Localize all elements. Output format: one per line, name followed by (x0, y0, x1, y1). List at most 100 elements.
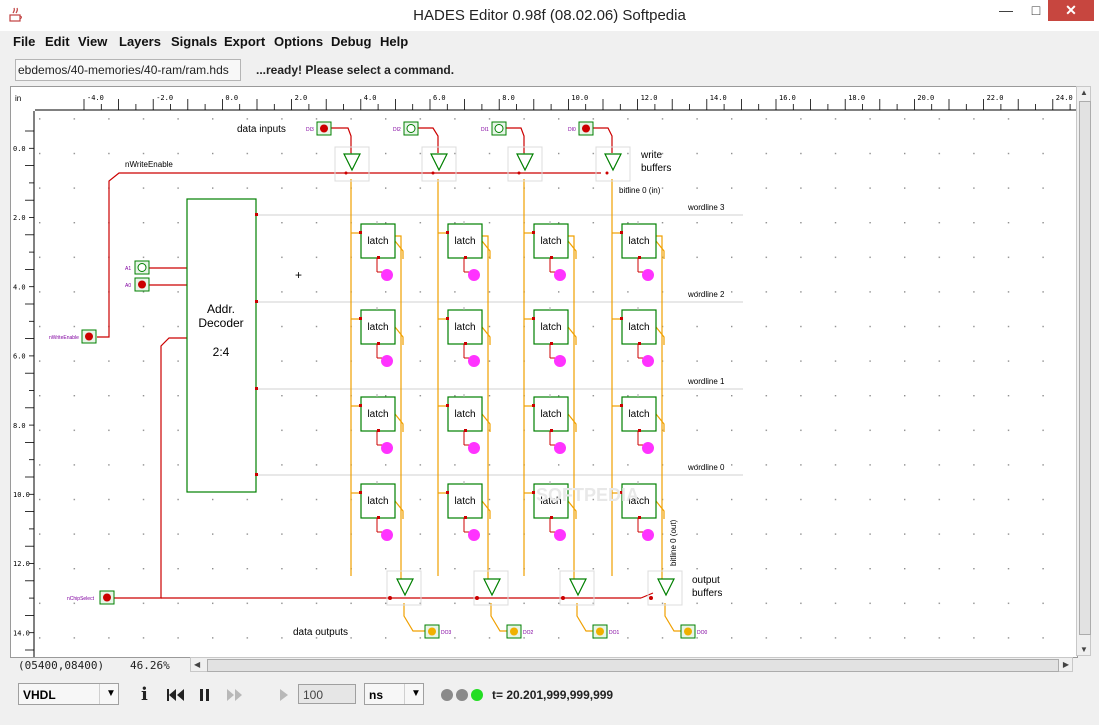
ruler-y-label: 8.0 (13, 422, 26, 430)
latch-cell[interactable]: latch (532, 481, 569, 541)
horizontal-scroll-thumb[interactable] (207, 659, 1059, 672)
port-nchipselect[interactable]: nChipSelect (67, 590, 115, 605)
address-decoder[interactable] (186, 198, 257, 493)
output-probe[interactable] (642, 269, 654, 281)
scroll-left-icon[interactable]: ◀ (194, 660, 201, 669)
menu-file[interactable]: File (13, 34, 36, 49)
latch-label: latch (540, 496, 561, 507)
decoder-subtitle: Decoder (198, 316, 243, 330)
output-probe[interactable] (381, 529, 393, 541)
latch-cell[interactable]: latch (359, 481, 396, 541)
play-icon[interactable] (278, 687, 290, 703)
vertical-scroll-thumb[interactable] (1079, 101, 1091, 635)
write-buffers-label-1: write (640, 150, 663, 161)
menu-export[interactable]: Export (224, 34, 266, 49)
maximize-button[interactable]: □ (1031, 2, 1041, 18)
output-buffer[interactable] (386, 570, 422, 606)
latch-cell[interactable]: latch (359, 394, 396, 454)
data-output-port[interactable]: DO0 (680, 624, 708, 639)
menu-layers[interactable]: Layers (119, 34, 161, 49)
data-output-port[interactable]: DO2 (506, 624, 534, 639)
write-buffer[interactable] (421, 146, 457, 182)
latch-cell[interactable]: latch (359, 221, 396, 281)
minimize-button[interactable]: — (999, 2, 1013, 18)
latch-cell[interactable]: latch (620, 481, 657, 541)
horizontal-scrollbar[interactable]: ◀ ▶ (190, 657, 1073, 672)
latch-cell[interactable]: latch (446, 481, 483, 541)
latch-cell[interactable]: latch (359, 307, 396, 367)
ruler-unit: in (15, 94, 21, 103)
scroll-down-icon[interactable]: ▼ (1080, 645, 1088, 654)
data-input-port[interactable]: DI0 (568, 121, 594, 136)
output-probe[interactable] (554, 529, 566, 541)
status-light-off-1 (441, 689, 453, 701)
menu-edit[interactable]: Edit (45, 34, 70, 49)
port-nwriteenable[interactable]: nWriteEnable (49, 329, 97, 344)
chevron-down-icon[interactable]: ▼ (99, 684, 118, 704)
data-input-port[interactable]: DI2 (393, 121, 419, 136)
output-probe[interactable] (381, 355, 393, 367)
fast-forward-icon[interactable] (225, 687, 245, 703)
menu-debug[interactable]: Debug (331, 34, 372, 49)
output-probe[interactable] (554, 269, 566, 281)
menu-bar: File Edit View Layers Signals Export Opt… (0, 31, 1099, 53)
data-input-port[interactable]: DI1 (481, 121, 507, 136)
output-probe[interactable] (642, 442, 654, 454)
menu-signals[interactable]: Signals (171, 34, 218, 49)
port-a1[interactable]: A1 (125, 260, 150, 275)
output-probe[interactable] (642, 355, 654, 367)
output-probe[interactable] (468, 269, 480, 281)
output-probe[interactable] (468, 355, 480, 367)
close-button[interactable]: ✕ (1048, 0, 1094, 21)
latch-cell[interactable]: latch (620, 394, 657, 454)
latch-cell[interactable]: latch (620, 307, 657, 367)
menu-options[interactable]: Options (274, 34, 324, 49)
output-probe[interactable] (381, 269, 393, 281)
scroll-right-icon[interactable]: ▶ (1062, 660, 1069, 669)
step-count-field[interactable]: 100 (298, 684, 356, 704)
write-buffer[interactable] (334, 146, 370, 182)
zoom-level: 46.26% (130, 659, 170, 672)
data-output-port[interactable]: DO3 (424, 624, 452, 639)
data-output-port[interactable]: DO1 (592, 624, 620, 639)
latch-cell[interactable]: latch (446, 307, 483, 367)
output-buffer[interactable] (647, 570, 683, 606)
latch-cell[interactable]: latch (532, 221, 569, 281)
data-input-port[interactable]: DI3 (306, 121, 332, 136)
output-probe[interactable] (554, 355, 566, 367)
output-buffers-label-1: output (692, 575, 720, 586)
output-probe[interactable] (554, 442, 566, 454)
data-inputs-label: data inputs (237, 124, 286, 135)
pause-icon[interactable] (198, 687, 212, 703)
latch-cell[interactable]: latch (446, 221, 483, 281)
menu-view[interactable]: View (78, 34, 108, 49)
write-buffer[interactable] (595, 146, 631, 182)
language-select[interactable]: VHDL ▼ (18, 683, 119, 705)
write-buffer[interactable] (507, 146, 543, 182)
rewind-icon[interactable] (166, 687, 186, 703)
latch-cell[interactable]: latch (532, 394, 569, 454)
time-unit-select[interactable]: ns ▼ (364, 683, 424, 705)
output-probe[interactable] (381, 442, 393, 454)
vertical-scrollbar[interactable]: ▲ ▼ (1076, 86, 1091, 656)
scroll-up-icon[interactable]: ▲ (1080, 88, 1088, 97)
svg-text:DI2: DI2 (393, 127, 401, 133)
chevron-down-icon[interactable]: ▼ (404, 684, 423, 704)
output-buffer[interactable] (473, 570, 509, 606)
info-button[interactable]: i (141, 684, 148, 705)
output-probe[interactable] (642, 529, 654, 541)
latch-cell[interactable]: latch (620, 221, 657, 281)
svg-text:A1: A1 (125, 266, 131, 272)
window-title: HADES Editor 0.98f (08.02.06) Softpedia (413, 7, 686, 24)
file-path-field[interactable]: ebdemos/40-memories/40-ram/ram.hds (15, 59, 241, 81)
toolbar: ebdemos/40-memories/40-ram/ram.hds ...re… (0, 53, 1099, 85)
output-buffer[interactable] (559, 570, 595, 606)
output-probe[interactable] (468, 442, 480, 454)
menu-help[interactable]: Help (380, 34, 409, 49)
port-a0[interactable]: A0 (125, 277, 150, 292)
output-probe[interactable] (468, 529, 480, 541)
latch-cell[interactable]: latch (446, 394, 483, 454)
latch-cell[interactable]: latch (532, 307, 569, 367)
